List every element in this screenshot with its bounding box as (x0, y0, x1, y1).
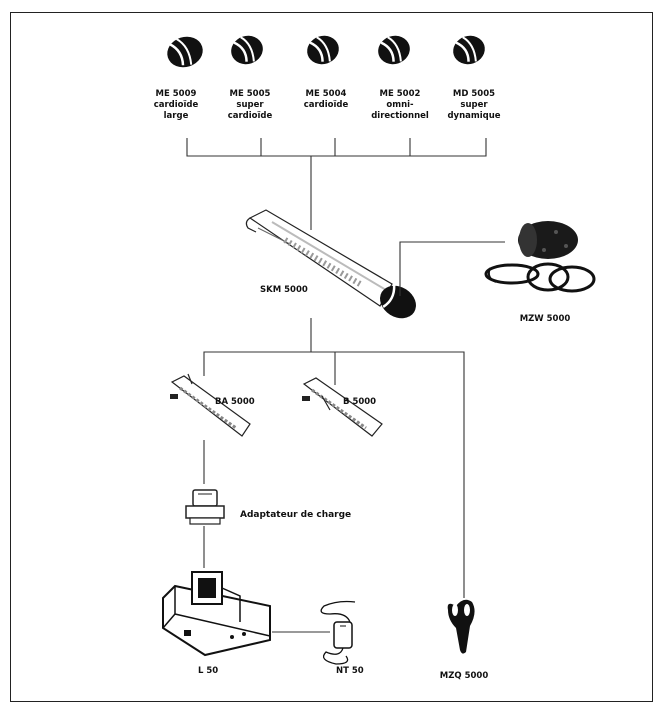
capsule-label-me5002: ME 5002 omni- directionnel (371, 89, 429, 121)
capsule-me5005-line3: cardioïde (228, 111, 273, 121)
capsule-md5005-line3: dynamique (447, 111, 500, 121)
battery-tray-label: B 5000 (343, 397, 376, 407)
battery-tray-icon (302, 377, 383, 437)
capsule-label-me5004: ME 5004 cardioïde (304, 89, 349, 110)
windscreen-connector (399, 241, 505, 296)
capsule-me5002-line2: omni- (386, 100, 414, 110)
windscreen-label: MZW 5000 (520, 314, 571, 324)
capsule-me5002-line1: ME 5002 (380, 89, 421, 99)
capsule-md5005-icon (453, 35, 485, 65)
capsule-me5005-line2: super (236, 100, 264, 110)
capsule-md5005-line1: MD 5005 (453, 89, 495, 99)
windscreen-icon (484, 221, 596, 293)
charger-icon (162, 571, 271, 657)
battery-pack-icon (170, 373, 251, 437)
capsule-me5009-line1: ME 5009 (156, 89, 197, 99)
capsule-me5004-line2: cardioïde (304, 100, 349, 110)
handheld-transmitter-label: SKM 5000 (260, 285, 308, 295)
capsule-label-me5009: ME 5009 cardioïde large (154, 89, 199, 121)
microphone-clamp-label: MZQ 5000 (440, 671, 489, 681)
capsule-label-me5005: ME 5005 super cardioïde (228, 89, 273, 121)
diagram-frame (10, 12, 653, 702)
battery-pack-label: BA 5000 (215, 397, 255, 407)
capsule-me5002-line3: directionnel (371, 111, 429, 121)
capsule-label-md5005: MD 5005 super dynamique (447, 89, 500, 121)
power-supply-label: NT 50 (336, 666, 364, 676)
charger-label: L 50 (198, 666, 218, 676)
power-supply-icon (320, 600, 356, 665)
capsule-me5009-line2: cardioïde (154, 100, 199, 110)
accessory-connector-bus (203, 318, 465, 598)
capsule-me5004-line1: ME 5004 (306, 89, 347, 99)
capsule-me5004-icon (307, 35, 339, 65)
microphone-clamp-icon (447, 599, 475, 654)
capsule-me5009-line3: large (164, 111, 189, 121)
capsule-md5005-line2: super (460, 100, 488, 110)
handheld-transmitter-icon (245, 209, 416, 319)
charge-adapter-label: Adaptateur de charge (240, 510, 351, 520)
capsule-connector-bus (186, 138, 487, 230)
capsule-me5002-icon (378, 35, 410, 65)
charge-adapter-icon (185, 489, 225, 525)
capsule-me5009-icon (167, 36, 203, 68)
capsule-me5005-line1: ME 5005 (230, 89, 271, 99)
capsule-me5005-icon (231, 35, 263, 65)
